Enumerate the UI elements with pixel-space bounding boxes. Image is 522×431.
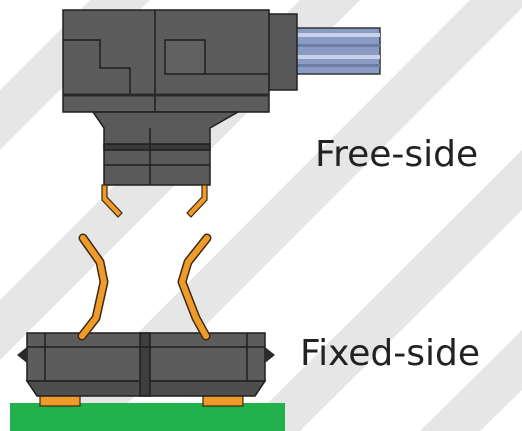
- free-side-housing: [62, 9, 270, 186]
- free-side-connector: [62, 9, 381, 218]
- fixed-side-contacts: [77, 233, 212, 341]
- cable: [284, 27, 381, 75]
- fixed-side-connector: [10, 233, 285, 431]
- cable-boot: [264, 13, 298, 91]
- fixed-side-label: Fixed-side: [300, 333, 481, 374]
- pcb-board: [10, 403, 285, 431]
- free-side-contacts: [101, 184, 208, 218]
- side-latches: [17, 347, 275, 363]
- free-side-label: Free-side: [315, 134, 479, 175]
- fixed-side-housing: [25, 332, 267, 397]
